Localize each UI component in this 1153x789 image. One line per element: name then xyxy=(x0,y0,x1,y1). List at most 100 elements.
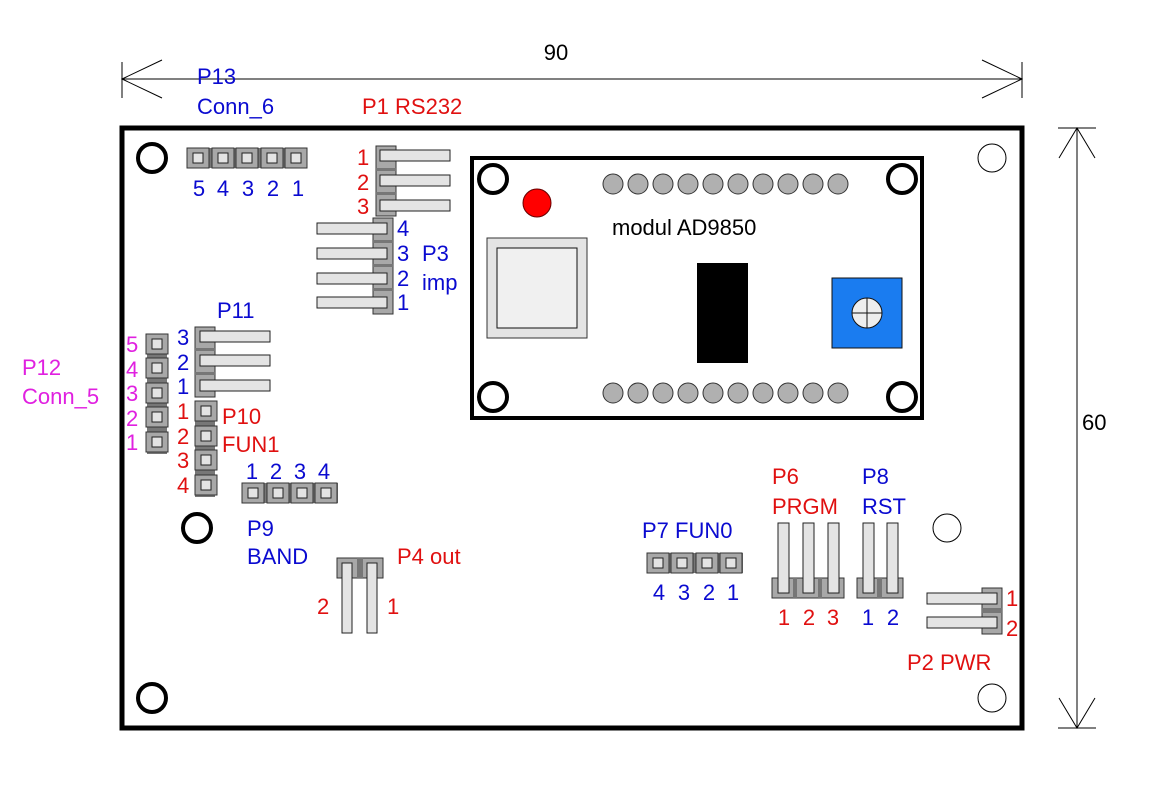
mounting-hole xyxy=(181,512,213,544)
module-pad xyxy=(702,382,724,404)
p3-pin-label: 1 xyxy=(397,290,409,315)
p1-name: P1 RS232 xyxy=(362,94,462,119)
module-pad xyxy=(752,382,774,404)
p13-pin-label: 1 xyxy=(292,176,304,201)
p8-desc: RST xyxy=(862,494,906,519)
p3-pin-label: 2 xyxy=(397,266,409,291)
mounting-hole xyxy=(977,143,1007,173)
module-pad xyxy=(777,382,799,404)
led-red xyxy=(522,188,552,218)
module-hole xyxy=(477,381,509,413)
p4-pin-label: 1 xyxy=(387,594,399,619)
module-pad xyxy=(602,382,624,404)
p10-desc: FUN1 xyxy=(222,432,279,457)
module-pad xyxy=(802,382,824,404)
p13-name: P13 xyxy=(197,64,236,89)
p11-pin-label: 2 xyxy=(177,350,189,375)
module-pad xyxy=(777,173,799,195)
p7-pin-label: 2 xyxy=(703,580,715,605)
module-pad xyxy=(652,382,674,404)
p10-name: P10 xyxy=(222,404,261,429)
connector-p1[interactable]: P1 RS232 1 2 3 xyxy=(357,94,462,219)
module-pad xyxy=(652,173,674,195)
p3-pin-label: 4 xyxy=(397,216,409,241)
p8-pin-label: 2 xyxy=(887,605,899,630)
module-pad xyxy=(727,382,749,404)
connector-p7[interactable]: P7 FUN0 4 3 2 1 xyxy=(642,518,743,605)
p3-pin-label: 3 xyxy=(397,241,409,266)
board-outline xyxy=(119,125,1025,731)
p2-pin-label: 2 xyxy=(1006,616,1018,641)
p12-pin-label: 5 xyxy=(126,332,138,357)
p2-pin-label: 1 xyxy=(1006,586,1018,611)
mounting-hole xyxy=(136,682,168,714)
p1-pin-label: 1 xyxy=(357,145,369,170)
mounting-hole xyxy=(932,513,962,543)
p13-pin-label: 2 xyxy=(267,176,279,201)
dimension-height: 60 xyxy=(1058,127,1106,729)
p9-pin-label: 1 xyxy=(246,459,258,484)
module-pad xyxy=(677,382,699,404)
module-pad xyxy=(752,173,774,195)
p6-name: P6 xyxy=(772,464,799,489)
module-hole xyxy=(477,163,509,195)
connector-p11[interactable]: P11 3 2 1 xyxy=(177,298,271,399)
ic-chip xyxy=(697,263,748,363)
module-pads-bottom xyxy=(602,382,849,404)
module-hole xyxy=(886,163,918,195)
p10-pin-label: 1 xyxy=(177,399,189,424)
module-label: modul AD9850 xyxy=(612,215,756,240)
connector-p8[interactable]: P8 RST 1 2 xyxy=(856,464,906,630)
p3-desc: imp xyxy=(422,270,457,295)
p6-desc: PRGM xyxy=(772,494,838,519)
p11-pin-label: 1 xyxy=(177,374,189,399)
p7-pin-label: 4 xyxy=(653,580,665,605)
p1-pin-label: 2 xyxy=(357,170,369,195)
mounting-hole xyxy=(136,142,168,174)
p9-desc: BAND xyxy=(247,544,308,569)
connector-p10[interactable]: 1 2 3 4 P10 FUN1 xyxy=(177,399,279,498)
p10-pin-label: 4 xyxy=(177,473,189,498)
p9-name: P9 xyxy=(247,516,274,541)
p12-pin-label: 1 xyxy=(126,430,138,455)
connector-p12[interactable]: P12 Conn_5 5 4 3 2 1 xyxy=(22,332,169,455)
p11-pin-label: 3 xyxy=(177,325,189,350)
p9-pin-label: 2 xyxy=(270,459,282,484)
module-pad xyxy=(802,173,824,195)
height-dimension-label: 60 xyxy=(1082,410,1106,435)
module-pad xyxy=(677,173,699,195)
p8-name: P8 xyxy=(862,464,889,489)
potentiometer xyxy=(831,277,903,349)
connector-p2[interactable]: 1 2 P2 PWR xyxy=(907,586,1018,675)
p13-desc: Conn_6 xyxy=(197,94,274,119)
module-pad xyxy=(627,173,649,195)
connector-p13[interactable]: P13 Conn_6 5 4 3 2 1 xyxy=(186,64,308,201)
module-pad xyxy=(627,382,649,404)
connector-p3[interactable]: 4 3 2 1 P3 imp xyxy=(316,216,457,315)
connector-p4[interactable]: P4 out 2 1 xyxy=(317,544,461,634)
p13-pin-label: 5 xyxy=(193,176,205,201)
p12-name: P12 xyxy=(22,355,61,380)
module-pad xyxy=(702,173,724,195)
p8-pin-label: 1 xyxy=(862,605,874,630)
p1-pin-label: 3 xyxy=(357,194,369,219)
p9-pin-label: 4 xyxy=(318,459,330,484)
p12-pin-label: 2 xyxy=(126,406,138,431)
connector-p6[interactable]: P6 PRGM 1 2 3 xyxy=(771,464,845,630)
p9-pin-label: 3 xyxy=(294,459,306,484)
connector-p9[interactable]: 1 2 3 4 P9 BAND xyxy=(241,459,338,569)
p7-name: P7 FUN0 xyxy=(642,518,732,543)
dimension-width: 90 xyxy=(120,40,1024,99)
module-pad xyxy=(827,173,849,195)
p13-pin-label: 4 xyxy=(217,176,229,201)
p10-pin-label: 3 xyxy=(177,448,189,473)
ad9850-module: modul AD9850 xyxy=(470,156,924,420)
p11-name: P11 xyxy=(217,298,255,323)
p4-pin-label: 2 xyxy=(317,594,329,619)
p6-pin-label: 1 xyxy=(778,605,790,630)
p10-pin-label: 2 xyxy=(177,424,189,449)
p13-pin-label: 3 xyxy=(242,176,254,201)
module-hole xyxy=(886,381,918,413)
p12-pin-label: 3 xyxy=(126,381,138,406)
